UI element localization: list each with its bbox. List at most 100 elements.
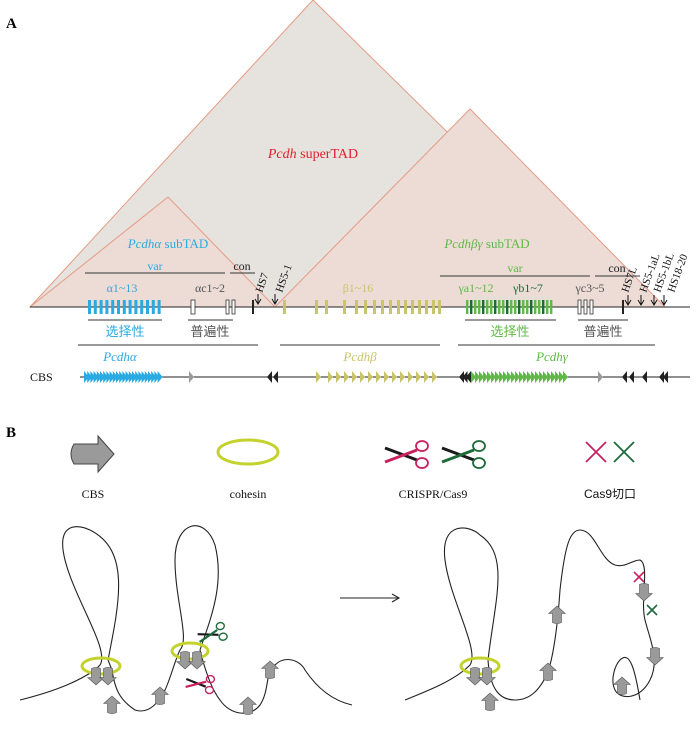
- alpha-exon: [111, 300, 115, 314]
- transition-arrow: [340, 593, 401, 603]
- cbs-mark-beta: [328, 371, 333, 383]
- gamma-exon: [502, 300, 505, 314]
- left-chromatin-fiber: [19, 525, 353, 714]
- cbs-mark-beta: [376, 371, 381, 383]
- legend-cut-green-icon: [613, 441, 635, 463]
- alpha-selective-label: 选择性: [105, 324, 144, 339]
- panel-b-label: B: [6, 425, 16, 441]
- panel-a-label: A: [6, 16, 17, 32]
- cbs-mark-alpha: [148, 371, 153, 383]
- beta-gamma-subtad-label: Pcdhβγ subTAD: [443, 236, 529, 251]
- alpha-exon: [117, 300, 120, 314]
- gamma-exon: [518, 300, 521, 314]
- alpha-var-label: var: [147, 259, 162, 273]
- legend-cbs-icon: [70, 434, 115, 474]
- gamma-exon: [542, 300, 545, 314]
- cbs-arrow: [635, 583, 653, 602]
- cbs-arrow: [539, 662, 557, 681]
- gamma-c5-exon: [589, 299, 594, 315]
- gamma-exons: [466, 300, 553, 314]
- cbs-arrow: [646, 647, 664, 666]
- legend-cohesin-label: cohesin: [230, 487, 267, 501]
- cbs-mark-alpha: [138, 371, 144, 383]
- cbs-mark-gamma: [543, 371, 548, 383]
- cbs-arrow: [239, 696, 257, 715]
- cbs-mark-alpha: [128, 371, 134, 383]
- cbs-mark-hs-right: [659, 371, 664, 383]
- cbs-mark-beta: [400, 371, 405, 383]
- cbs-mark-beta: [432, 371, 437, 383]
- cbs-mark-gamma: [555, 371, 560, 383]
- gamma-exon: [478, 300, 481, 314]
- cbs-mark-alpha: [84, 371, 89, 383]
- cbs-mark-alpha: [125, 371, 131, 383]
- left-cohesin-ring-2: [170, 641, 210, 661]
- cbs-mark-beta: [392, 371, 397, 383]
- cbs-mark-beta: [352, 371, 357, 383]
- legend-cut-label: Cas9切口: [584, 487, 636, 501]
- alpha-exons: [88, 300, 161, 314]
- alpha-c2b-exon: [231, 299, 236, 315]
- left-cohesin-ring-1: [80, 656, 122, 676]
- legend-cbs-label: CBS: [82, 487, 105, 501]
- beta-exon: [373, 300, 376, 314]
- cbs-mark-alpha: [141, 371, 147, 383]
- alpha-c2-exon: [225, 299, 230, 315]
- cbs-mark-gamma: [475, 371, 480, 383]
- cbs-mark-gamma: [487, 371, 492, 383]
- beta-exon: [315, 300, 318, 314]
- gamma-b1-7-label: γb1~7: [512, 281, 543, 295]
- cbs-mark-gamma-dark: [462, 371, 468, 383]
- legend-crispr-magenta-icon: [384, 440, 429, 469]
- right-cut-green: [646, 604, 658, 616]
- alpha-subtad-label: Pcdhα subTAD: [127, 236, 209, 251]
- cbs-mark-gamma: [519, 371, 524, 383]
- cbs-arrow: [99, 667, 117, 686]
- gamma-exon: [506, 300, 509, 314]
- beta-exons: [283, 300, 441, 314]
- cbs-arrow: [481, 692, 499, 711]
- cbs-mark-beta: [316, 371, 321, 383]
- cbs-mark-hs-right: [629, 371, 634, 383]
- alpha-exon: [99, 300, 103, 314]
- cbs-mark-alpha: [151, 371, 157, 383]
- cbs-mark-hs-right: [622, 371, 627, 383]
- alpha-exon: [140, 300, 144, 314]
- cbs-mark-alpha: [122, 371, 128, 383]
- cbs-arrow: [103, 695, 121, 714]
- cbs-mark-alpha: [116, 371, 121, 383]
- gamma-con-label: con: [608, 261, 625, 275]
- right-chromatin-fiber: [404, 527, 655, 701]
- beta-exon: [389, 300, 392, 314]
- legend-cut-magenta-icon: [585, 441, 607, 463]
- beta-cluster-label: Pcdhβ: [342, 349, 377, 364]
- cbs-mark-gamma: [559, 371, 564, 383]
- cbs-mark-hs-right: [663, 371, 668, 383]
- cbs-mark-gamma: [551, 371, 556, 383]
- beta-exon: [432, 300, 435, 314]
- cbs-mark-alpha: [103, 371, 109, 383]
- cbs-mark-alpha: [100, 371, 105, 383]
- cbs-mark-gamma: [527, 371, 532, 383]
- gamma-cluster-label: Pcdhγ: [535, 349, 569, 364]
- cbs-mark-alpha: [132, 371, 137, 383]
- cbs-mark-beta: [416, 371, 421, 383]
- gamma-exon: [474, 300, 477, 314]
- legend-crispr-label: CRISPR/Cas9: [399, 487, 468, 501]
- hs-right-arrows: [624, 295, 668, 306]
- gamma-c3-5-label: γc3~5: [574, 281, 604, 295]
- legend-cohesin-icon: [216, 438, 280, 466]
- cbs-mark-gamma: [471, 371, 476, 383]
- cbs-track-label: CBS: [30, 370, 53, 384]
- cbs-mark-gamma: [547, 371, 552, 383]
- cbs-mark-beta: [424, 371, 429, 383]
- beta-1-16-label: β1~16: [343, 281, 374, 295]
- cbs-mark-gamma: [479, 371, 484, 383]
- left-scissor-green: [197, 621, 228, 643]
- alpha-cluster-label: Pcdhα: [102, 349, 138, 364]
- cbs-mark-gamma: [539, 371, 544, 383]
- beta-exon: [418, 300, 421, 314]
- cbs-mark-gamma: [495, 371, 500, 383]
- alpha-exon: [157, 300, 161, 314]
- alpha-ubiquitous-label: 普遍性: [190, 324, 229, 339]
